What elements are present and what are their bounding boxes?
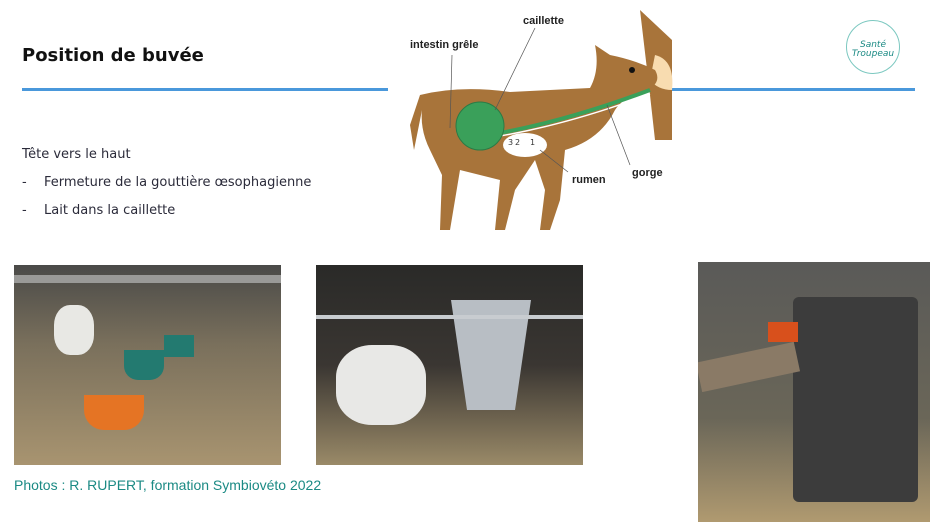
svg-text:1: 1 [530, 138, 535, 147]
rumen-shape [503, 133, 547, 157]
bullet-2: - Lait dans la caillette [22, 203, 175, 218]
photo-calves-buckets-row [14, 265, 281, 465]
bullet-text: Fermeture de la gouttière œsophagienne [44, 175, 312, 190]
title-rule-right [672, 88, 915, 91]
intro-text: Tête vers le haut [22, 147, 131, 162]
title-rule-left [22, 88, 388, 91]
esophageal-groove [499, 88, 651, 135]
bullet-marker: - [22, 203, 27, 218]
label-caillette: caillette [523, 15, 564, 27]
svg-text:3: 3 [508, 138, 513, 147]
photo-teat-bucket-on-gate [698, 262, 930, 522]
calf-digestion-diagram: 3 2 1 intestin grêle caillette rumen gor… [410, 10, 673, 230]
label-rumen: rumen [572, 174, 606, 186]
bullet-1: - Fermeture de la gouttière œsophagienne [22, 175, 311, 190]
bullet-marker: - [22, 175, 27, 190]
photo-credits: Photos : R. RUPERT, formation Symbiovéto… [14, 477, 322, 493]
photo-calf-bucket-feeder [316, 265, 583, 465]
label-gorge: gorge [632, 167, 663, 179]
calf-eye [629, 67, 635, 73]
svg-text:2: 2 [515, 138, 520, 147]
bullet-text: Lait dans la caillette [44, 203, 176, 218]
label-intestin: intestin grêle [410, 39, 478, 51]
caillette-shape [455, 101, 505, 151]
slide-title: Position de buvée [22, 45, 204, 66]
sante-troupeau-logo: Santé Troupeau [846, 20, 900, 74]
logo-text: Santé [860, 40, 886, 50]
logo-text: Troupeau [851, 49, 895, 59]
